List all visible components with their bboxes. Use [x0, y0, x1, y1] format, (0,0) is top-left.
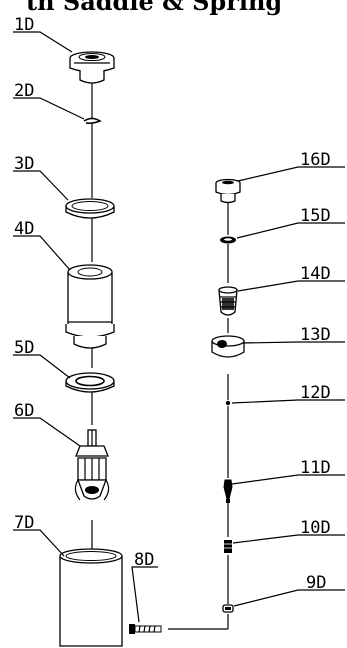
part-10D — [224, 540, 232, 553]
label-7D: 7D — [14, 513, 34, 533]
part-7D — [59, 548, 123, 647]
right-assembly-axis — [168, 202, 229, 630]
part-labels: 1D 2D 3D 4D 5D 6D 7D 8D 9D 10D 11D 12D 1… — [14, 15, 331, 593]
label-12D: 12D — [300, 383, 331, 403]
part-11D — [223, 479, 233, 503]
label-4D: 4D — [14, 219, 34, 239]
label-5D: 5D — [14, 338, 34, 358]
part-3D — [65, 198, 115, 219]
label-15D: 15D — [300, 206, 331, 226]
part-1D — [69, 51, 115, 84]
part-16D — [215, 178, 241, 204]
label-16D: 16D — [300, 150, 331, 170]
part-12D — [225, 400, 231, 406]
label-11D: 11D — [300, 458, 331, 478]
label-9D: 9D — [306, 573, 326, 593]
label-1D: 1D — [14, 15, 34, 35]
part-15D — [220, 236, 236, 244]
part-8D — [129, 624, 162, 634]
label-2D: 2D — [14, 81, 34, 101]
label-14D: 14D — [300, 264, 331, 284]
label-8D: 8D — [134, 550, 154, 570]
part-13D — [211, 335, 245, 358]
part-5D — [65, 372, 115, 393]
diagram-title: th Saddle & Spring — [26, 0, 283, 16]
label-13D: 13D — [300, 325, 331, 345]
part-2D — [83, 117, 102, 125]
part-9D — [222, 604, 234, 613]
label-6D: 6D — [14, 401, 34, 421]
part-14D — [218, 286, 238, 316]
label-3D: 3D — [14, 154, 34, 174]
part-4D — [65, 264, 115, 349]
leader-lines — [13, 31, 345, 623]
label-10D: 10D — [300, 518, 331, 538]
part-6D — [74, 429, 110, 501]
